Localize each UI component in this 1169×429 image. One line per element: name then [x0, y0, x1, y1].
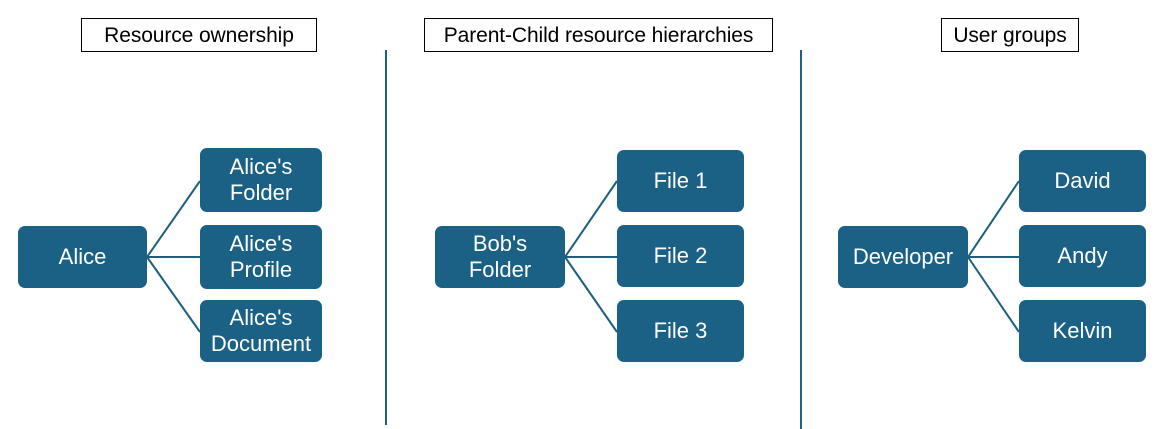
node-root-alice[interactable]: Alice: [18, 226, 147, 288]
connector-line: [564, 256, 618, 333]
node-root-bobs-folder[interactable]: Bob's Folder: [435, 226, 565, 288]
node-file-3[interactable]: File 3: [617, 300, 744, 362]
connector-line: [967, 256, 1020, 333]
connector-line: [967, 180, 1020, 258]
node-andy[interactable]: Andy: [1019, 225, 1146, 287]
section-title-resource-ownership: Resource ownership: [81, 18, 317, 52]
node-david[interactable]: David: [1019, 150, 1146, 212]
node-alices-document[interactable]: Alice's Document: [200, 300, 322, 362]
node-alices-folder[interactable]: Alice's Folder: [200, 148, 322, 212]
node-root-developer[interactable]: Developer: [838, 226, 968, 288]
connector-line: [564, 180, 618, 258]
node-alices-profile[interactable]: Alice's Profile: [200, 225, 322, 289]
connector-line: [146, 256, 201, 333]
section-separator-1: [385, 50, 387, 425]
section-separator-2: [800, 50, 802, 429]
node-file-2[interactable]: File 2: [617, 225, 744, 287]
section-title-parent-child-resource-hierarchies: Parent-Child resource hierarchies: [424, 18, 773, 52]
connector-line: [146, 180, 201, 258]
section-title-user-groups: User groups: [941, 18, 1079, 52]
node-kelvin[interactable]: Kelvin: [1019, 300, 1146, 362]
node-file-1[interactable]: File 1: [617, 150, 744, 212]
